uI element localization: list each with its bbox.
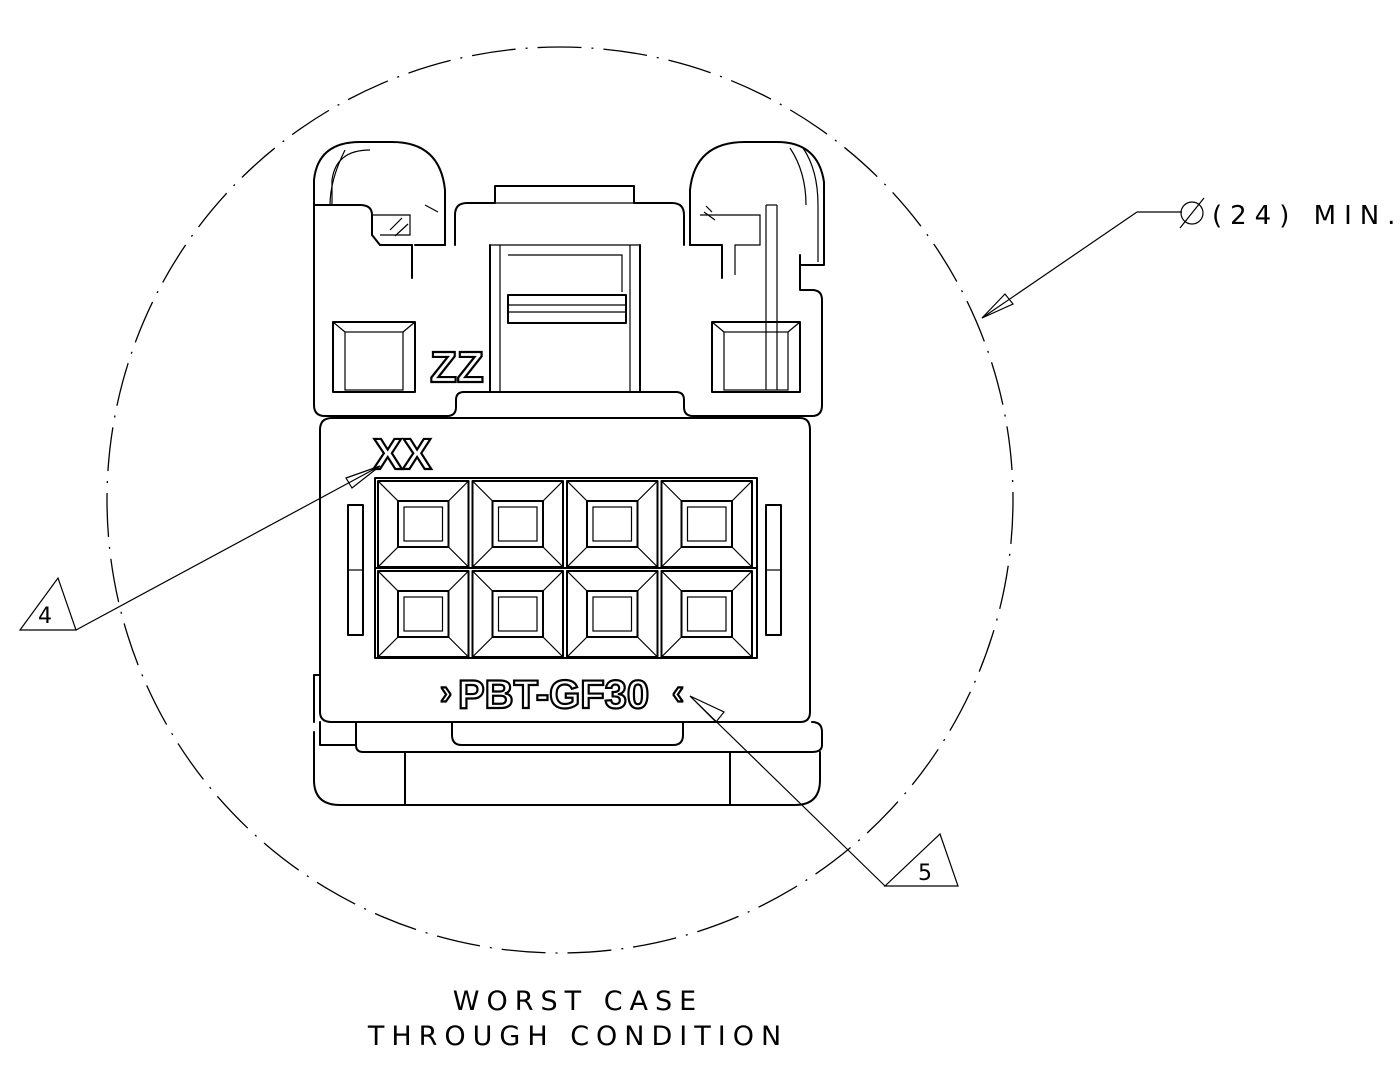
- housing-upper: [313, 141, 825, 417]
- diameter-dimension: (24) MIN.: [981, 197, 1400, 319]
- callout-5-label: 5: [918, 861, 932, 886]
- callout-5: 5: [689, 695, 959, 887]
- arrow-right-mark: ‹: [672, 671, 684, 712]
- diameter-symbol-icon: [1180, 201, 1204, 225]
- marking-xx: XX: [373, 430, 432, 479]
- cavity: [471, 480, 564, 568]
- caption-line-1: WORST CASE: [453, 986, 703, 1017]
- caption-line-2: THROUGH CONDITION: [367, 1021, 788, 1052]
- marking-material: PBT-GF30: [458, 673, 649, 717]
- cavity: [566, 570, 659, 658]
- cavity-grid: [377, 480, 753, 658]
- cavity: [660, 480, 753, 568]
- cavity: [471, 570, 564, 658]
- housing-base: [313, 674, 823, 806]
- callout-4-label: 4: [38, 604, 52, 629]
- clearance-circle: [106, 46, 1014, 954]
- diameter-value: (24) MIN.: [1212, 201, 1400, 231]
- callout-4: 4: [18, 465, 381, 631]
- cavity: [377, 480, 470, 568]
- marking-zz: ZZ: [430, 343, 484, 392]
- cavity: [377, 570, 470, 658]
- cavity: [566, 480, 659, 568]
- arrow-left-mark: ›: [440, 671, 452, 712]
- cavity: [660, 570, 753, 658]
